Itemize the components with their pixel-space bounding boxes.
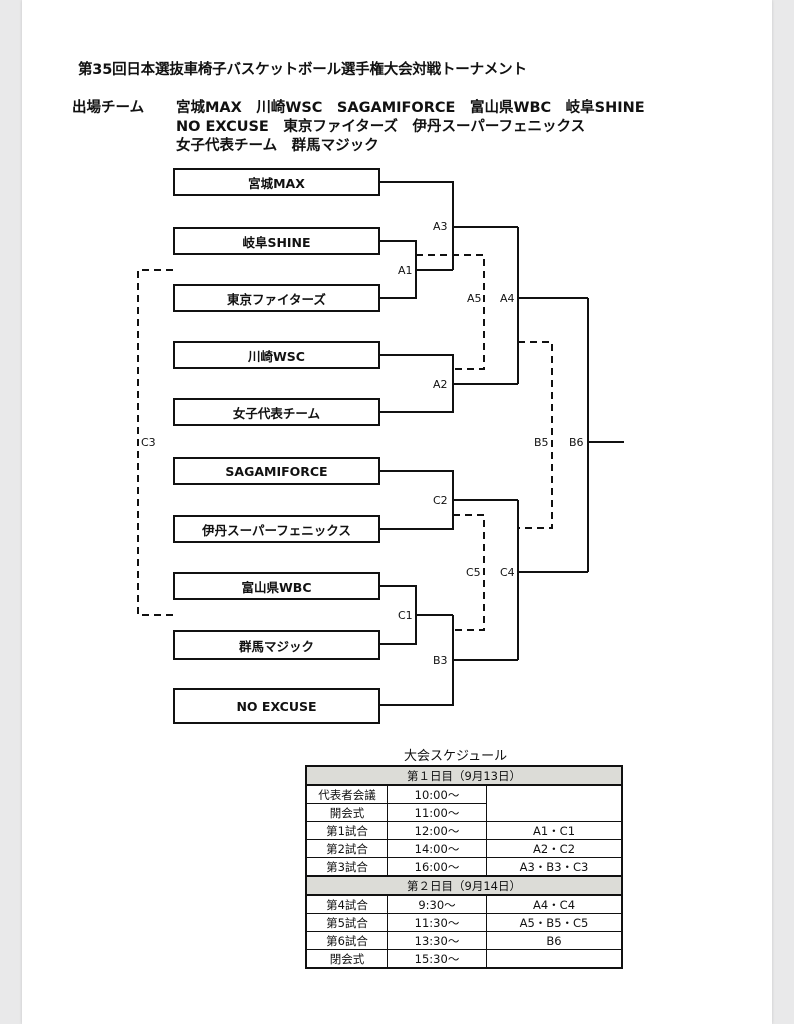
table-row: 開会式 11:00〜 [305, 803, 622, 822]
table-row: 第6試合 13:30〜 B6 [305, 931, 623, 950]
schedule-time: 11:30〜 [387, 913, 487, 932]
team-box: 川崎WSC [173, 341, 380, 369]
schedule-time: 11:00〜 [387, 803, 487, 822]
schedule-matches: A5・B5・C5 [486, 913, 623, 932]
schedule-event: 第5試合 [305, 913, 388, 932]
match-label-A2: A2 [433, 378, 448, 391]
match-label-A4: A4 [500, 292, 515, 305]
match-label-C4: C4 [500, 566, 515, 579]
schedule-matches: A3・B3・C3 [486, 857, 623, 877]
participants-line-2: NO EXCUSE 東京ファイターズ 伊丹スーパーフェニックス [176, 119, 586, 135]
day1-header: 第１日目（9月13日） [305, 765, 623, 786]
table-row: 第2試合 14:00〜 A2・C2 [305, 839, 623, 858]
table-row: 第4試合 9:30〜 A4・C4 [305, 894, 623, 914]
bracket-line-C3 [137, 269, 173, 616]
schedule-event: 第4試合 [305, 894, 388, 914]
team-box: 伊丹スーパーフェニックス [173, 515, 380, 543]
table-row: 第3試合 16:00〜 A3・B3・C3 [305, 857, 623, 877]
team-box: 群馬マジック [173, 630, 380, 660]
bracket-line-B3 [380, 615, 454, 706]
team-box: 宮城MAX [173, 168, 380, 196]
schedule-matches [486, 949, 623, 969]
bracket-line-B5 [518, 341, 553, 529]
team-box: 岐阜SHINE [173, 227, 380, 255]
match-label-A3: A3 [433, 220, 448, 233]
team-box: 東京ファイターズ [173, 284, 380, 312]
schedule-time: 10:00〜 [387, 784, 487, 804]
bracket-line-C5 [453, 514, 485, 631]
schedule-event: 第6試合 [305, 931, 388, 950]
schedule-matches: A1・C1 [486, 821, 623, 840]
match-label-B6: B6 [569, 436, 584, 449]
schedule-time: 12:00〜 [387, 821, 487, 840]
participants-line-1: 宮城MAX 川崎WSC SAGAMIFORCE 富山県WBC 岐阜SHINE [176, 100, 645, 116]
table-row: 代表者会議 10:00〜 [305, 784, 623, 822]
schedule-event: 第2試合 [305, 839, 388, 858]
schedule-table: 第１日目（9月13日） 代表者会議 10:00〜 開会式 11:00〜 第1試合… [305, 765, 623, 969]
schedule-matches: A2・C2 [486, 839, 623, 858]
schedule-time: 16:00〜 [387, 857, 487, 877]
match-label-C3: C3 [141, 436, 156, 449]
bracket-line-A5 [416, 254, 485, 370]
participants-label: 出場チーム [72, 100, 145, 116]
schedule-event: 第1試合 [305, 821, 388, 840]
schedule-time: 14:00〜 [387, 839, 487, 858]
match-label-A1: A1 [398, 264, 413, 277]
match-label-B3: B3 [433, 654, 448, 667]
table-row: 閉会式 15:30〜 [305, 949, 623, 969]
schedule-time: 13:30〜 [387, 931, 487, 950]
match-label-A5: A5 [467, 292, 482, 305]
day2-header: 第２日目（9月14日） [305, 875, 623, 896]
schedule-time: 9:30〜 [387, 894, 487, 914]
match-label-C2: C2 [433, 494, 448, 507]
schedule-matches: A4・C4 [486, 894, 623, 914]
page-title: 第35回日本選抜車椅子バスケットボール選手権大会対戦トーナメント [78, 62, 527, 78]
match-label-B5: B5 [534, 436, 549, 449]
team-box: 女子代表チーム [173, 398, 380, 426]
team-box: NO EXCUSE [173, 688, 380, 724]
match-label-C5: C5 [466, 566, 481, 579]
team-box: SAGAMIFORCE [173, 457, 380, 485]
table-row: 第1試合 12:00〜 A1・C1 [305, 821, 623, 840]
participants-line-3: 女子代表チーム 群馬マジック [176, 138, 379, 154]
schedule-event: 第3試合 [305, 857, 388, 877]
schedule-event: 代表者会議 [305, 784, 388, 804]
schedule-matches [486, 785, 623, 822]
match-label-C1: C1 [398, 609, 413, 622]
table-row: 第5試合 11:30〜 A5・B5・C5 [305, 913, 623, 932]
schedule-matches: B6 [486, 931, 623, 950]
schedule-event: 閉会式 [305, 949, 388, 969]
schedule-time: 15:30〜 [387, 949, 487, 969]
team-box: 富山県WBC [173, 572, 380, 600]
schedule-event: 開会式 [305, 803, 388, 822]
bracket-line-A3 [380, 181, 454, 270]
schedule-title: 大会スケジュール [404, 749, 508, 764]
